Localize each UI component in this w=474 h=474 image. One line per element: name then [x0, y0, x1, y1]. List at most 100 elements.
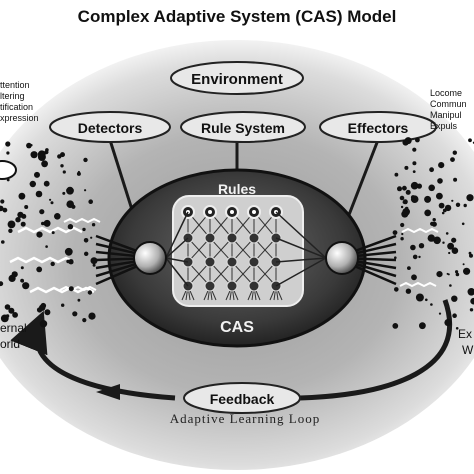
particle — [20, 278, 24, 283]
particle — [463, 203, 467, 208]
left-oval-fragment — [0, 160, 17, 180]
particle — [453, 177, 458, 182]
input-signal-wave — [63, 217, 101, 224]
particle — [405, 189, 411, 195]
particle — [12, 312, 18, 318]
network-node — [248, 280, 260, 292]
particle — [90, 236, 93, 239]
particle — [44, 309, 51, 316]
particle — [452, 313, 457, 319]
particle — [452, 150, 457, 155]
particle — [447, 242, 454, 250]
network-node — [204, 280, 216, 292]
particle — [66, 186, 74, 195]
particle — [67, 224, 74, 230]
particle — [83, 157, 88, 163]
detector-fan-line — [95, 262, 137, 278]
input-signal-wave — [9, 256, 75, 264]
input-signal-wave — [17, 226, 83, 234]
particle — [451, 295, 458, 302]
particle — [68, 286, 74, 292]
particle — [392, 230, 398, 236]
particle — [430, 303, 433, 306]
particle — [430, 221, 435, 226]
particle — [400, 237, 404, 241]
particle — [394, 172, 399, 177]
rule-network — [165, 205, 327, 301]
particle — [418, 255, 421, 259]
network-node — [204, 256, 216, 268]
particle — [35, 190, 43, 198]
particle — [92, 263, 96, 267]
particle — [54, 213, 61, 220]
particle — [410, 244, 416, 251]
particle — [30, 151, 38, 159]
particle — [15, 217, 21, 223]
particle — [60, 164, 64, 168]
input-link — [165, 257, 189, 287]
particle — [428, 184, 436, 192]
particle — [61, 303, 65, 307]
particle — [0, 199, 5, 204]
particle — [39, 209, 45, 215]
particle — [468, 251, 472, 255]
particle — [41, 160, 48, 168]
particle — [22, 282, 30, 290]
particle — [402, 208, 411, 216]
particle — [429, 167, 434, 173]
particle — [427, 234, 435, 242]
particle — [82, 227, 86, 232]
particle — [455, 270, 459, 274]
particle — [62, 170, 66, 174]
particle — [84, 189, 87, 192]
particle — [405, 288, 412, 294]
left-label-3: tification — [0, 102, 33, 112]
network-node-core — [208, 210, 212, 214]
network-node — [248, 232, 260, 244]
particle — [425, 298, 428, 302]
particle — [444, 204, 452, 212]
particle — [402, 185, 407, 191]
particle — [394, 256, 397, 260]
network-node — [226, 256, 238, 268]
loop-arrowhead — [96, 384, 120, 400]
particle — [6, 151, 10, 155]
effector-fan-line — [355, 242, 397, 255]
particle — [1, 240, 5, 244]
particle — [26, 142, 32, 149]
effector-fan-line — [355, 260, 397, 270]
effector-fan-line — [355, 257, 397, 262]
particle — [407, 266, 411, 270]
particle — [91, 223, 96, 227]
particle — [397, 186, 402, 192]
particle — [437, 178, 443, 184]
particle — [88, 199, 93, 204]
particle — [451, 199, 454, 202]
effector-fan-line — [355, 262, 397, 278]
particle — [36, 231, 43, 238]
particle — [450, 157, 455, 163]
particle — [469, 253, 473, 258]
particle — [62, 191, 66, 195]
particle — [399, 195, 405, 201]
loop-label: Adaptive Learning Loop — [170, 411, 321, 426]
particle — [77, 298, 81, 302]
particle — [470, 297, 474, 305]
particle — [50, 261, 55, 267]
particle — [39, 320, 48, 328]
particle — [43, 219, 51, 227]
particle — [402, 199, 408, 205]
particle — [18, 192, 26, 200]
particle — [37, 150, 46, 159]
particle — [438, 312, 442, 315]
output-signal-wave — [399, 281, 437, 288]
particle — [467, 288, 474, 296]
particle — [36, 266, 43, 273]
particle — [83, 238, 89, 243]
particle — [90, 257, 98, 265]
detector-fan-line — [95, 242, 137, 255]
particle — [418, 243, 425, 249]
left-world-1: ernal — [0, 321, 27, 335]
particle — [401, 232, 404, 236]
particle — [438, 162, 445, 169]
